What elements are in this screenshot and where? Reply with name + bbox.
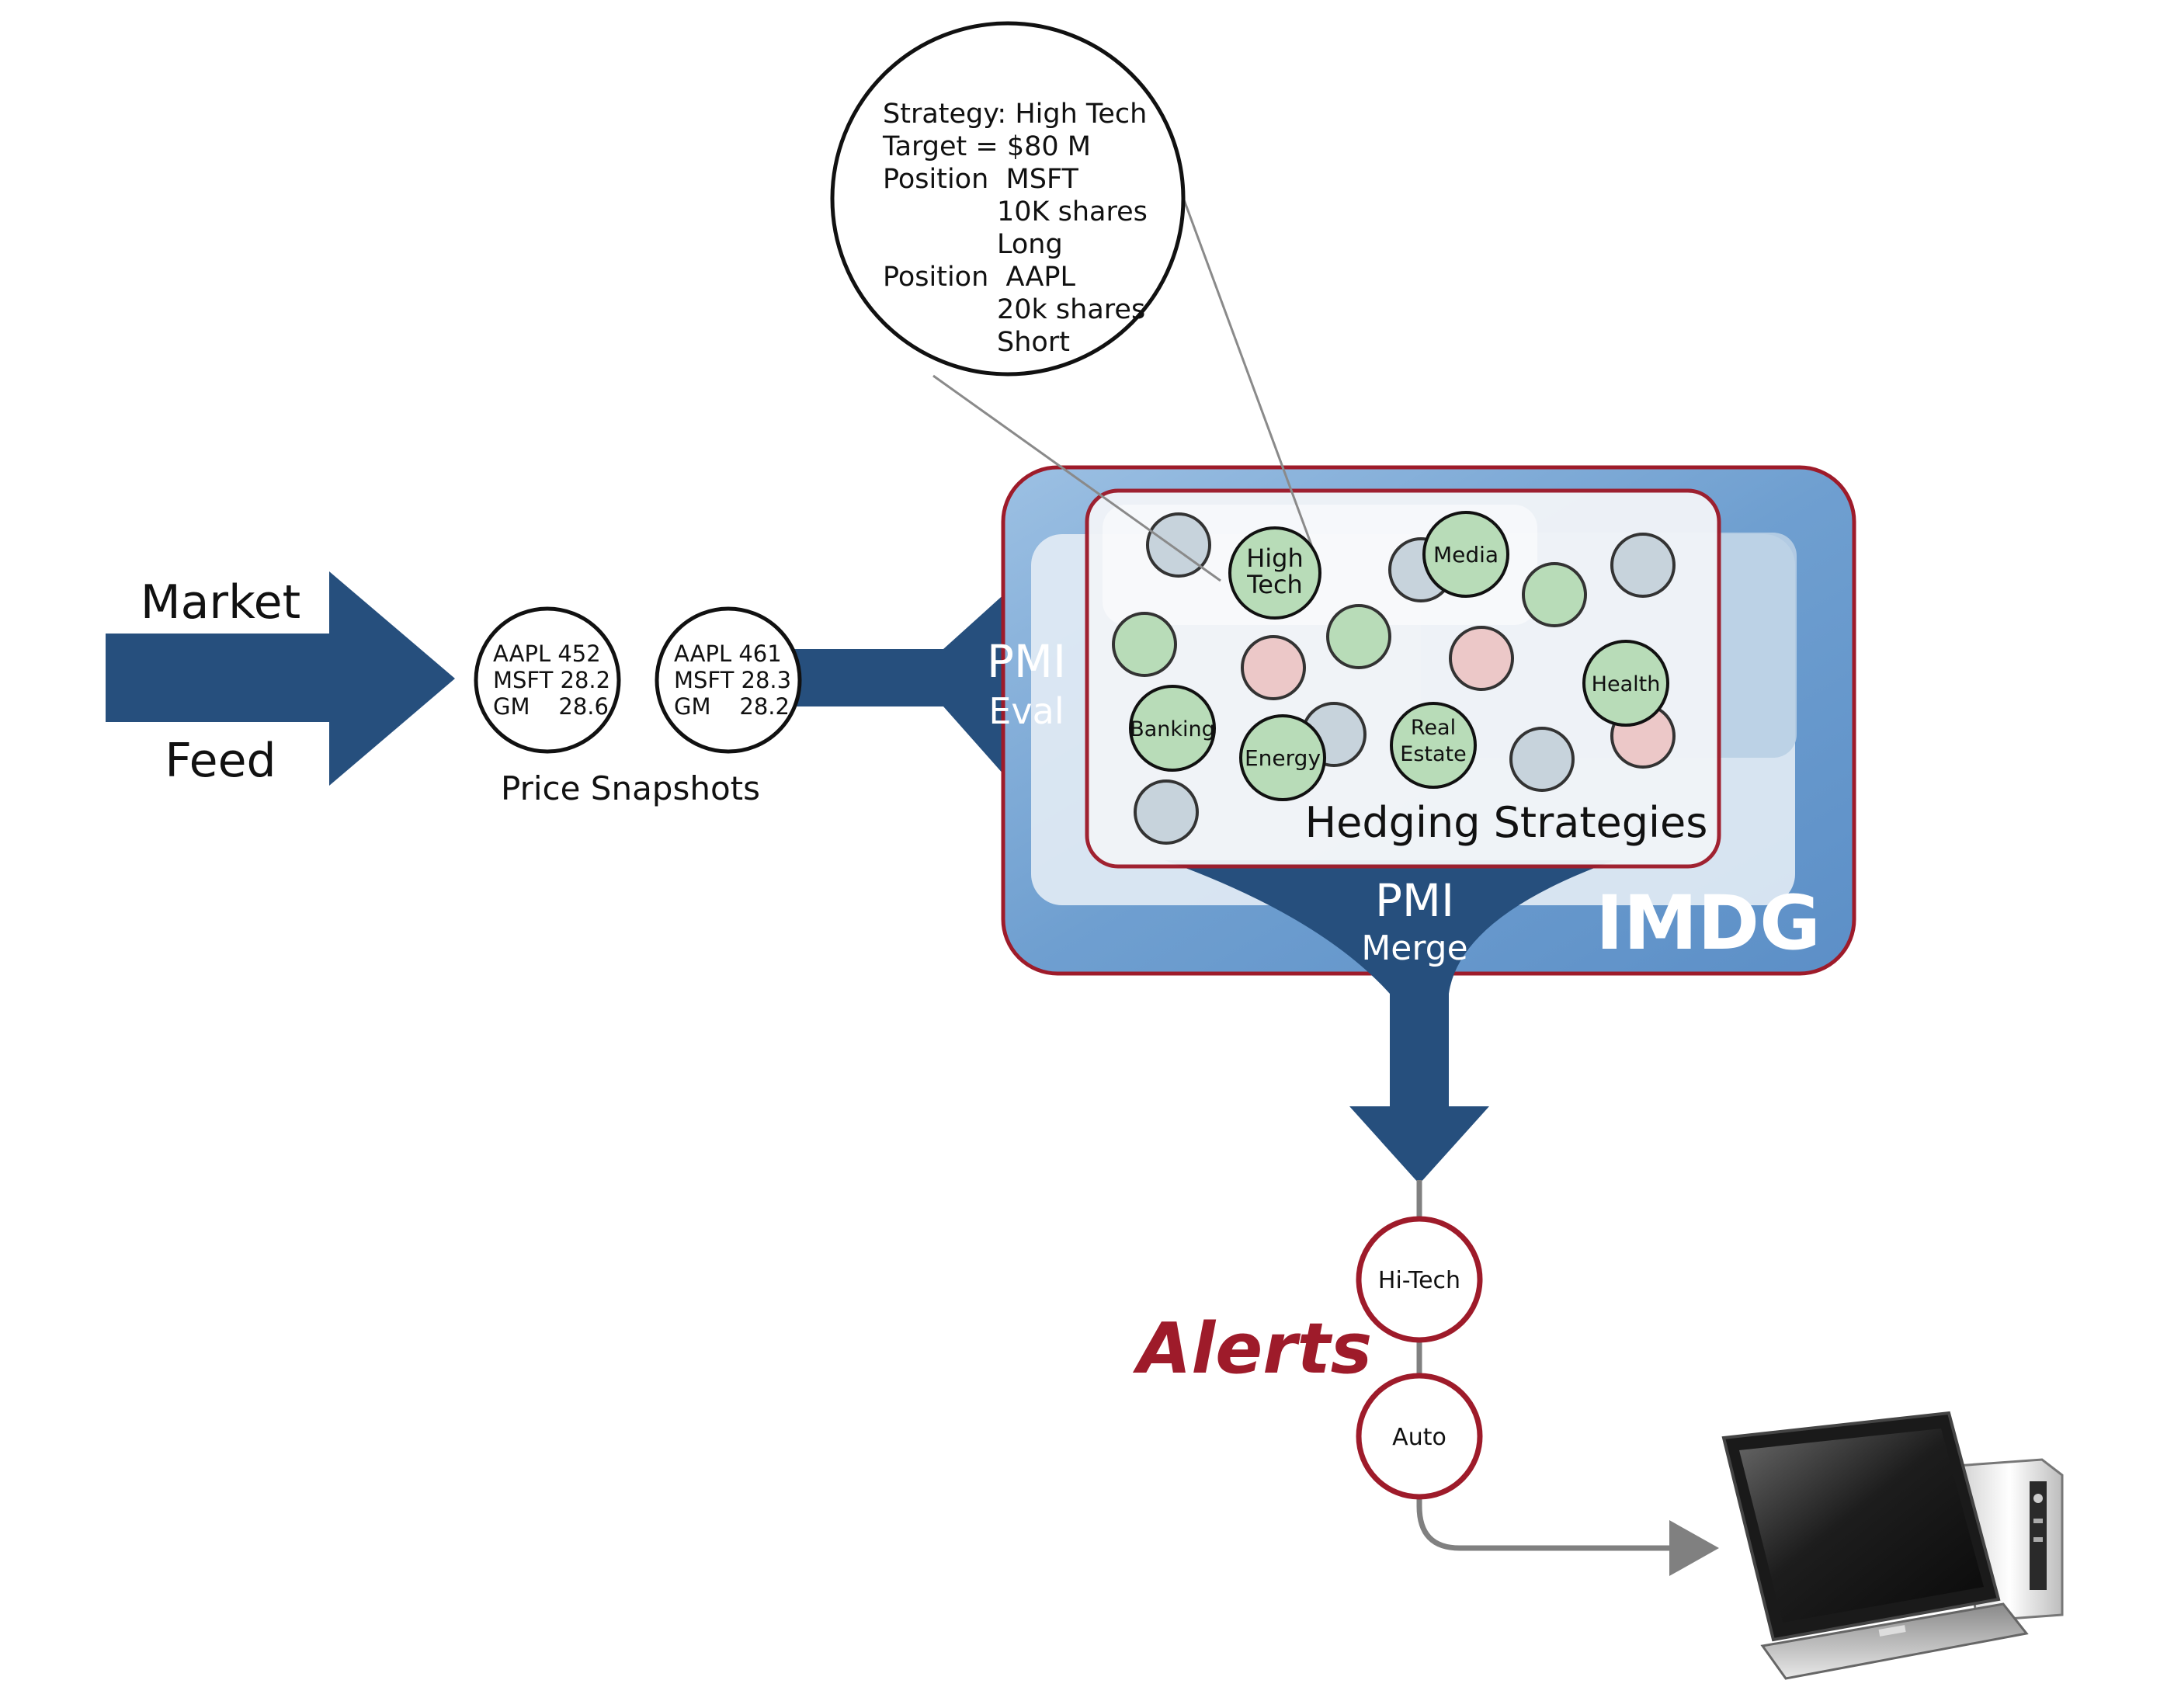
callout-line-1: Strategy: High Tech [883,99,1147,130]
callout-line-4: 10K shares [997,196,1148,227]
callout-line-2: Target = $80 M [882,131,1091,162]
strategy-real-estate-line2: Estate [1400,742,1466,766]
pmi-eval-line2: Eval [988,690,1064,732]
snapshot-1-row-3: GM 28.6 [493,693,609,720]
alerts-arrowhead [1669,1520,1719,1576]
strategy-high-tech-line2: Tech [1246,570,1303,599]
strategy-callout: Strategy: High Tech Target = $80 M Posit… [830,21,1186,377]
strategy-health-label: Health [1592,672,1661,696]
strategy-dot [1509,727,1575,792]
callout-line-7: 20k shares [997,294,1145,325]
feed-label: Feed [165,734,276,788]
strategy-dot [1112,612,1177,677]
strategy-banking-label: Banking [1130,717,1215,741]
callout-line-8: Short [997,327,1070,358]
callout-line-3: Position MSFT [883,164,1078,195]
alert-auto-label: Auto [1392,1424,1446,1451]
strategy-dot [1241,635,1306,700]
callout-connector-right [1179,189,1315,552]
price-snapshot-2: AAPL 461 MSFT 28.3 GM 28.2 [655,606,802,754]
pmi-merge-line1: PMI [1375,874,1454,927]
strategy-energy-label: Energy [1245,745,1321,771]
snapshot-1-row-2: MSFT 28.2 [493,667,610,693]
imdg-label: IMDG [1596,880,1821,967]
alerts-connector [1416,1180,1677,1551]
pmi-merge-line2: Merge [1361,929,1467,968]
callout-connector-left [932,374,1221,582]
monitor-icon [1721,1411,2064,1680]
market-label: Market [141,575,300,630]
strategy-dot [1326,604,1391,669]
strategy-real-estate: Real Estate [1390,702,1477,789]
strategy-dot [1522,562,1587,627]
callout-line-6: Position AAPL [883,262,1075,293]
strategy-high-tech-line1: High [1246,543,1304,573]
alert-hi-tech: Hi-Tech [1356,1216,1483,1343]
snapshot-2-row-3: GM 28.2 [674,693,790,720]
pmi-merge-flow [1165,860,1615,1184]
strategy-energy: Energy [1239,714,1326,801]
alerts-title: Alerts [1133,1308,1373,1390]
callout-line-5: Long [997,229,1063,260]
pmi-eval-line1: PMI [987,635,1066,688]
snapshot-1-row-1: AAPL 452 [493,640,601,667]
strategy-real-estate-line1: Real [1411,716,1456,740]
alert-hi-tech-label: Hi-Tech [1378,1267,1460,1294]
strategy-high-tech: High Tech [1228,526,1321,620]
strategy-dot [1610,533,1676,598]
strategy-dot [1134,779,1199,845]
strategy-media: Media [1422,511,1509,598]
strategy-banking: Banking [1129,685,1216,772]
snapshot-2-row-2: MSFT 28.3 [674,667,791,693]
strategy-health: Health [1582,640,1669,727]
snapshot-2-row-1: AAPL 461 [674,640,782,667]
strategy-media-label: Media [1433,542,1499,568]
price-snapshot-1: AAPL 452 MSFT 28.2 GM 28.6 [474,606,621,754]
market-feed-arrow [106,571,455,786]
alert-auto: Auto [1356,1373,1483,1500]
hedging-strategies-title: Hedging Strategies [1305,798,1708,847]
strategy-dot [1449,626,1514,691]
price-snapshots-caption: Price Snapshots [501,769,760,807]
